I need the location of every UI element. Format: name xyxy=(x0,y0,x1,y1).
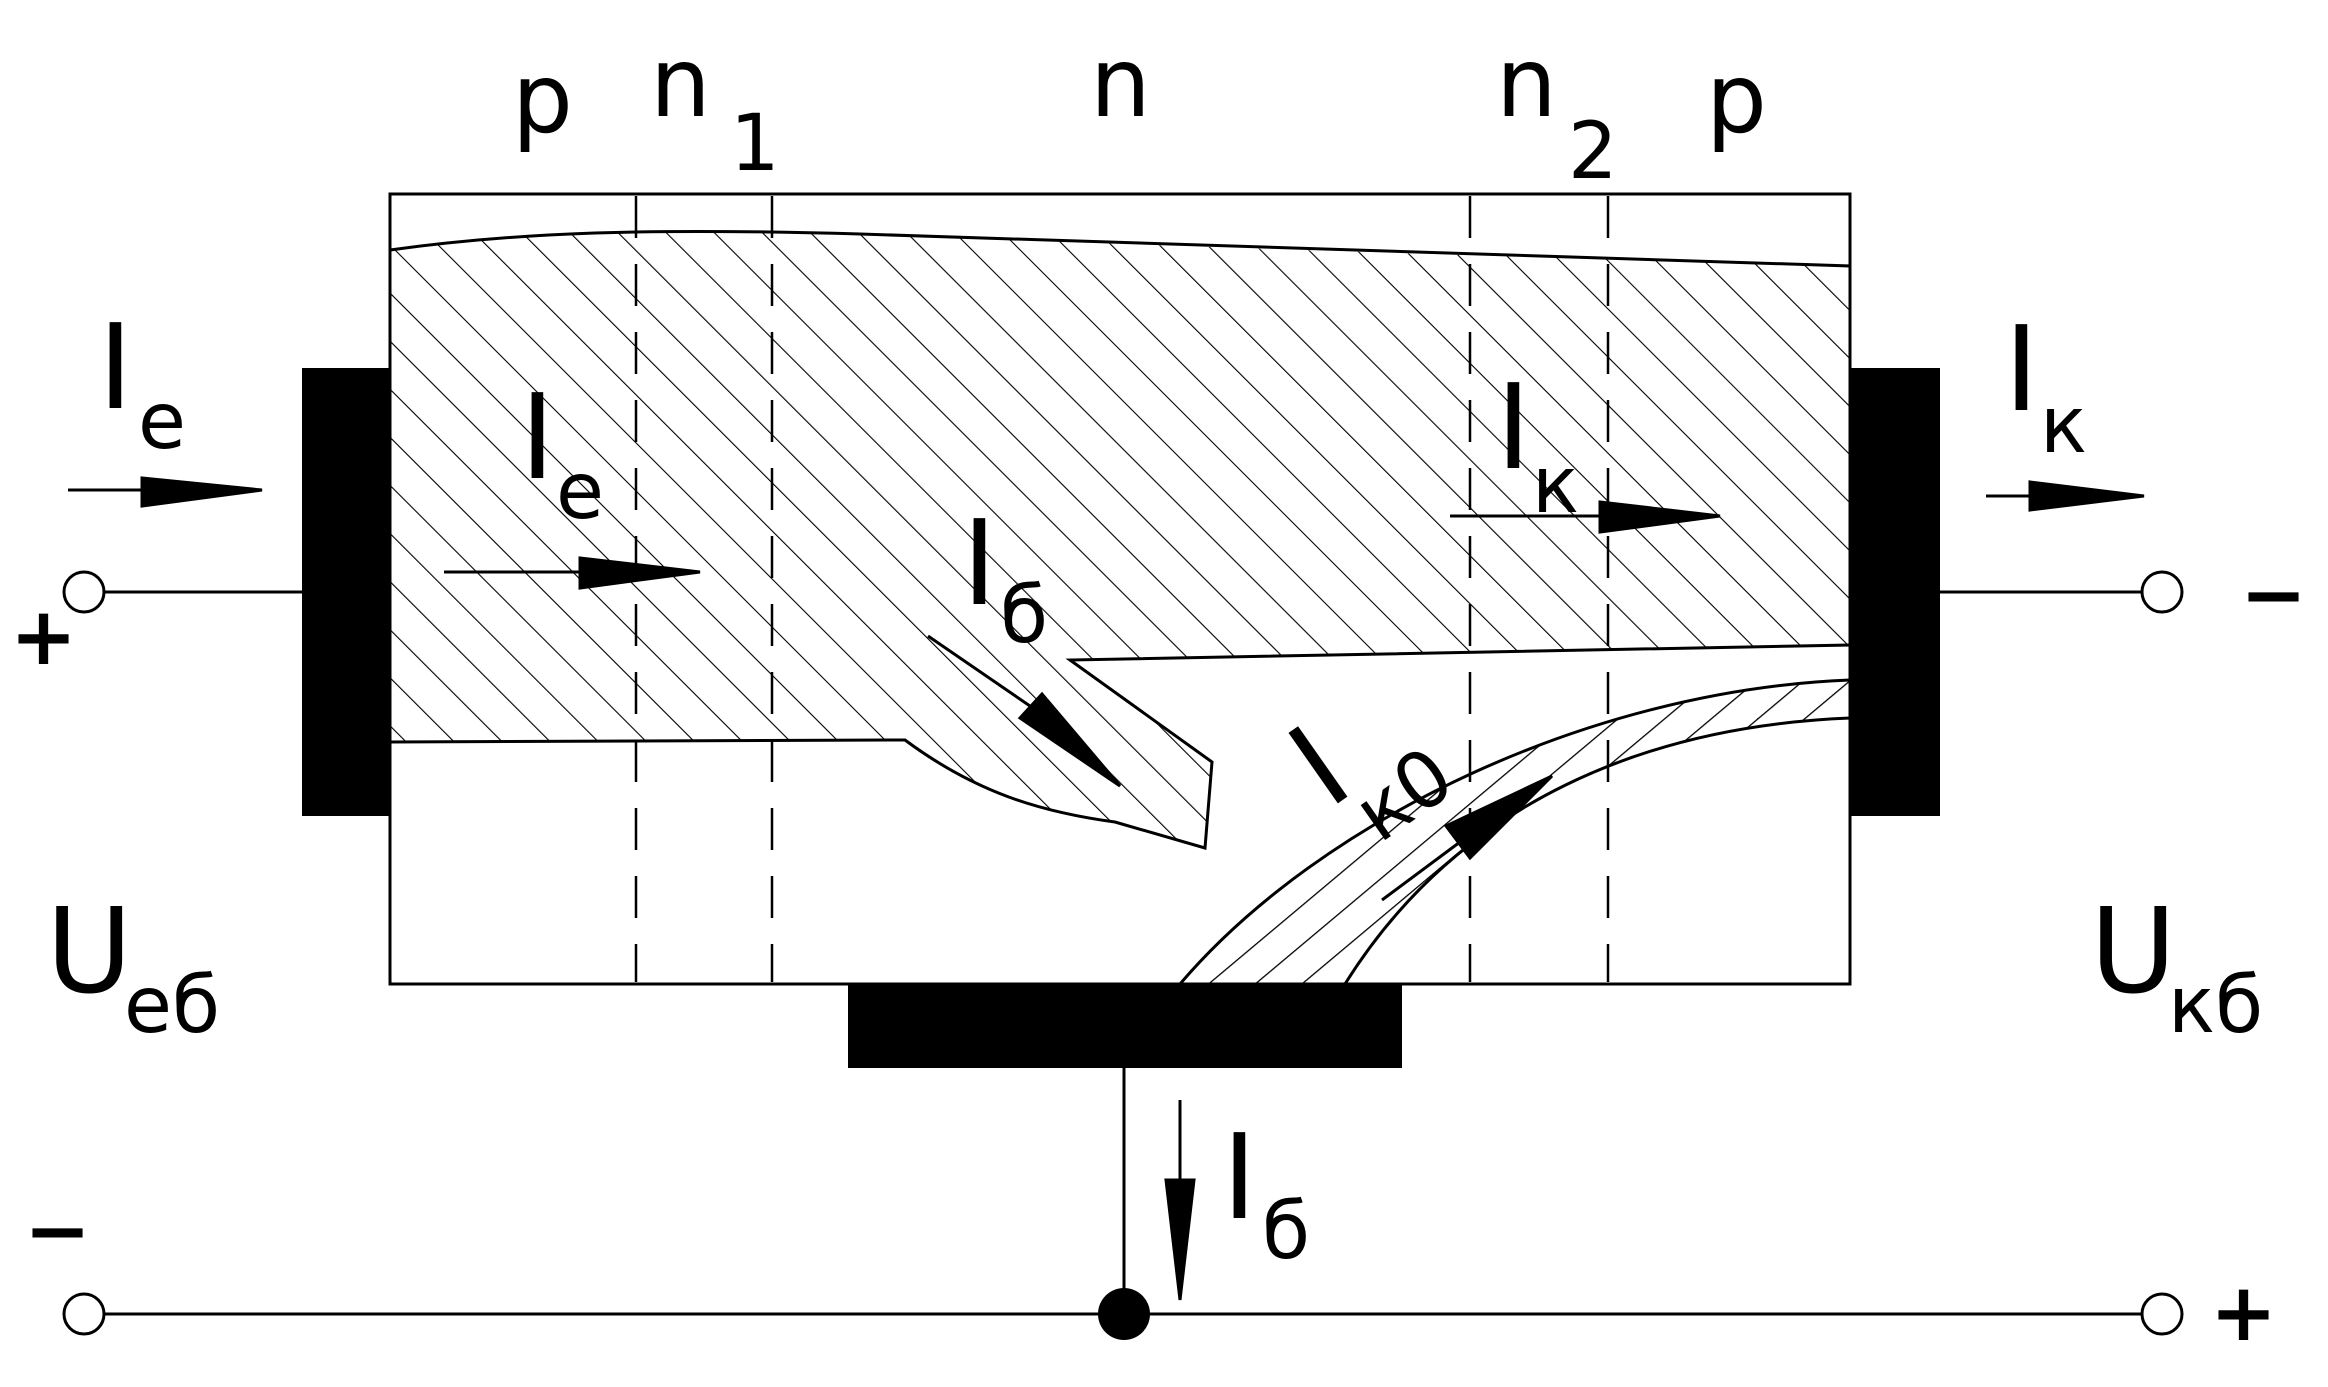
base-inner-arrow-shaft xyxy=(927,634,1031,708)
label-Ik-inner-sub: к xyxy=(1532,441,1579,531)
sign-bottom-right-plus: + xyxy=(2210,1266,2277,1359)
region-label-n1-sub: 1 xyxy=(730,99,780,189)
base-contact xyxy=(848,984,1402,1068)
leakage-arrow-shaft xyxy=(1381,840,1461,902)
collector-inner-arrowhead xyxy=(1598,500,1721,534)
label-Ukb-sub: кб xyxy=(2168,961,2263,1051)
region-label-n: n xyxy=(1090,27,1151,139)
region-label-n2-sub: 2 xyxy=(1568,107,1618,197)
region-label-n1: n xyxy=(650,27,711,139)
label-Ib-inner-sub: б xyxy=(1000,571,1048,661)
label-Ik-outer-sub: к xyxy=(2040,381,2087,471)
label-Ie-inner-sub: e xyxy=(556,447,604,537)
label-Ik-outer: I xyxy=(2004,300,2039,438)
sign-bottom-left-minus: − xyxy=(24,1184,91,1277)
common-terminal-right xyxy=(2140,1292,2184,1336)
voltage-labels: U еб U кб xyxy=(46,882,2263,1051)
region-label-p-right: p xyxy=(1706,43,1767,155)
region-label-p-left: p xyxy=(512,43,573,155)
emitter-contact xyxy=(302,368,390,816)
label-Ik-inner: I xyxy=(1496,358,1531,496)
collector-terminal xyxy=(2140,570,2184,614)
current-arrows xyxy=(68,476,2145,1301)
collector-outer-arrowhead xyxy=(2028,480,2145,512)
emitter-outer-arrowhead xyxy=(140,476,263,508)
label-Ie-inner: I xyxy=(520,368,555,506)
label-Ueb-sub: еб xyxy=(124,961,220,1051)
label-Ueb: U xyxy=(46,882,132,1020)
emitter-terminal xyxy=(62,570,106,614)
common-terminal-left xyxy=(62,1292,106,1336)
sign-emitter-plus: + xyxy=(10,590,77,683)
label-Ib-outer: I xyxy=(1222,1108,1257,1246)
label-Ib-inner: I xyxy=(962,494,997,632)
base-inner-arrowhead xyxy=(1017,691,1122,788)
region-label-n2: n xyxy=(1496,27,1557,139)
sign-collector-minus: − xyxy=(2240,548,2307,641)
region-labels: p n 1 n n 2 p xyxy=(512,27,1767,197)
base-outer-arrowhead xyxy=(1164,1178,1196,1301)
leakage-arrowhead xyxy=(1443,774,1554,861)
emitter-inner-arrowhead xyxy=(578,556,701,590)
label-Ie-outer-sub: e xyxy=(138,377,186,467)
label-Ie-outer: I xyxy=(98,298,133,436)
base-junction-dot xyxy=(1098,1288,1150,1340)
collector-contact xyxy=(1850,368,1940,816)
circuit-wires xyxy=(104,590,2142,1316)
polarity-signs: + − − + xyxy=(10,548,2307,1359)
label-Ib-outer-sub: б xyxy=(1262,1187,1310,1277)
label-Ukb: U xyxy=(2090,882,2176,1020)
